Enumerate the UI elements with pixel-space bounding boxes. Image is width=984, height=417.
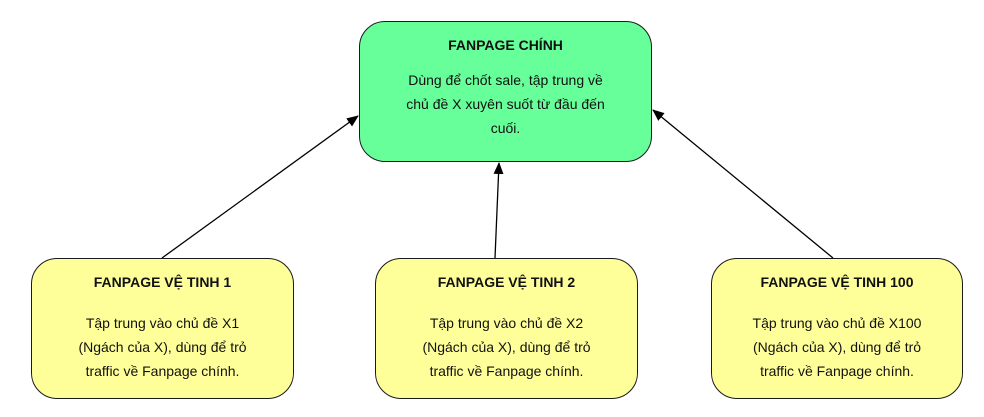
arrow-satellite-1-to-main — [161, 115, 359, 259]
satellite-description-line: (Ngách của X), dùng để trỏ — [78, 339, 247, 355]
main-fanpage-title: FANPAGE CHÍNH — [448, 37, 563, 53]
satellite-fanpage-100-box: FANPAGE VỆ TINH 100 Tập trung vào chủ đề… — [711, 258, 963, 399]
satellite-description-line: traffic về Fanpage chính. — [760, 363, 914, 379]
satellite-description-line: (Ngách của X), dùng để trỏ — [422, 339, 591, 355]
main-description-line: cuối. — [490, 120, 521, 136]
satellite-description-line: Tập trung vào chủ đề X2 — [429, 315, 584, 331]
satellite-fanpage-2-title: FANPAGE VỆ TINH 2 — [437, 274, 576, 290]
satellite-fanpage-100-description: Tập trung vào chủ đề X100 (Ngách của X),… — [730, 311, 944, 383]
satellite-fanpage-2-description: Tập trung vào chủ đề X2 (Ngách của X), d… — [394, 311, 619, 383]
satellite-fanpage-100-title: FANPAGE VỆ TINH 100 — [760, 274, 914, 290]
main-description-line: Dùng để chốt sale, tập trung về — [408, 72, 603, 88]
satellite-description-line: traffic về Fanpage chính. — [85, 363, 240, 379]
satellite-description-line: (Ngách của X), dùng để trỏ — [752, 339, 922, 355]
satellite-fanpage-1-box: FANPAGE VỆ TINH 1 Tập trung vào chủ đề X… — [31, 258, 294, 399]
main-fanpage-box: FANPAGE CHÍNH Dùng để chốt sale, tập tru… — [359, 21, 652, 162]
satellite-fanpage-1-title: FANPAGE VỆ TINH 1 — [93, 274, 232, 290]
satellite-description-line: Tập trung vào chủ đề X1 — [85, 315, 240, 331]
satellite-description-line: Tập trung vào chủ đề X100 — [752, 315, 922, 331]
satellite-description-line: traffic về Fanpage chính. — [429, 363, 584, 379]
satellite-fanpage-1-description: Tập trung vào chủ đề X1 (Ngách của X), d… — [50, 311, 275, 383]
main-description-line: chủ đề X xuyên suốt từ đầu đến — [406, 96, 605, 112]
satellite-fanpage-2-box: FANPAGE VỆ TINH 2 Tập trung vào chủ đề X… — [375, 258, 638, 399]
arrow-satellite-100-to-main — [652, 109, 834, 259]
main-fanpage-description: Dùng để chốt sale, tập trung về chủ đề X… — [378, 68, 633, 140]
arrow-satellite-2-to-main — [493, 162, 504, 259]
